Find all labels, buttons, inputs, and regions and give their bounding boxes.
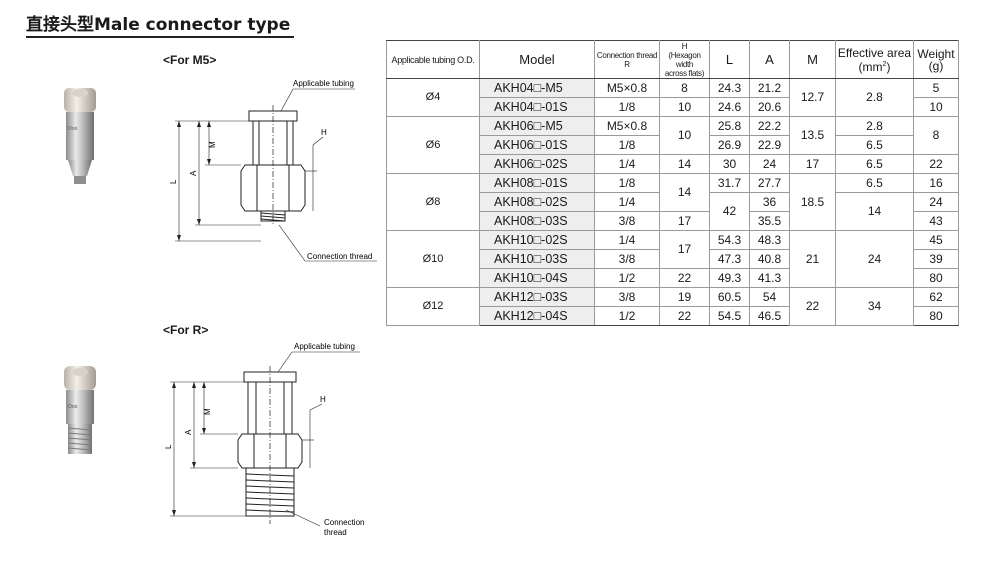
- table-row: Ø12 AKH12□-03S 3/8 19 60.5 54 22 34 62: [386, 287, 959, 326]
- product-photo-m5: Ooo: [64, 88, 96, 184]
- label-dim-a: A: [189, 170, 198, 176]
- header-l: L: [709, 40, 750, 79]
- page-title: 直接头型Male connector type: [26, 15, 291, 35]
- section-label-m5: <For M5>: [163, 53, 217, 67]
- label-dim-l: L: [169, 179, 178, 184]
- header-model: Model: [479, 40, 595, 79]
- header-od: Applicable tubing O.D.: [386, 40, 480, 79]
- table-row: Ø8 AKH08□-01S 1/8 14 31.7 27.7 18.5 6.5 …: [386, 173, 959, 231]
- label-connection-r: Connection: [324, 518, 364, 527]
- drawing-r: Applicable tubing Connection thread H L …: [164, 342, 364, 537]
- product-photo-r: Ooo: [64, 366, 96, 454]
- label-dim-l-r: L: [164, 444, 173, 449]
- label-dim-h-r: H: [320, 395, 326, 404]
- label-thread-r: thread: [324, 528, 347, 537]
- table-row: AKH10□-04S 1/2 22 49.3 41.3 80: [387, 268, 959, 288]
- label-dim-m-r: M: [203, 408, 212, 415]
- table-row: Ø4 AKH04□-M5 M5×0.8 8 24.3 21.2 12.7 2.8…: [386, 78, 959, 117]
- table-row: AKH12□-04S 1/2 22 54.5 46.5 80: [387, 306, 959, 326]
- header-effective-area: Effective area(mm2): [835, 40, 914, 79]
- title-underline: [26, 36, 294, 38]
- label-applicable-tubing: Applicable tubing: [293, 79, 354, 88]
- spec-table: Applicable tubing O.D. Model Connection …: [386, 40, 959, 326]
- svg-text:Ooo: Ooo: [68, 126, 78, 132]
- section-label-r: <For R>: [163, 323, 209, 337]
- label-dim-a-r: A: [184, 429, 193, 435]
- label-applicable-tubing-r: Applicable tubing: [294, 342, 355, 351]
- table-row: AKH06□-01S 1/8 26.9 22.9 6.5: [387, 135, 959, 155]
- table-row: Ø10 AKH10□-02S 1/4 17 54.3 48.3 21 24 45: [386, 230, 959, 288]
- header-m: M: [789, 40, 836, 79]
- label-dim-h: H: [321, 128, 327, 137]
- table-row: Ø6 AKH06□-M5 M5×0.8 10 25.8 22.2 13.5 2.…: [386, 116, 959, 174]
- drawing-m5: Applicable tubing Connection thread H L …: [169, 79, 377, 262]
- label-dim-m: M: [208, 141, 217, 148]
- svg-text:Ooo: Ooo: [68, 404, 78, 410]
- header-a: A: [749, 40, 790, 79]
- table-row: AKH04□-01S 1/8 10 24.6 20.6 10: [387, 97, 959, 117]
- table-row: AKH08□-02S 1/4 42 36 14 24: [387, 192, 959, 231]
- header-weight: Weight(g): [913, 40, 959, 79]
- table-row: AKH06□-02S 1/4 14 30 24 17 6.5 22: [387, 154, 959, 174]
- label-connection-thread: Connection thread: [307, 252, 372, 261]
